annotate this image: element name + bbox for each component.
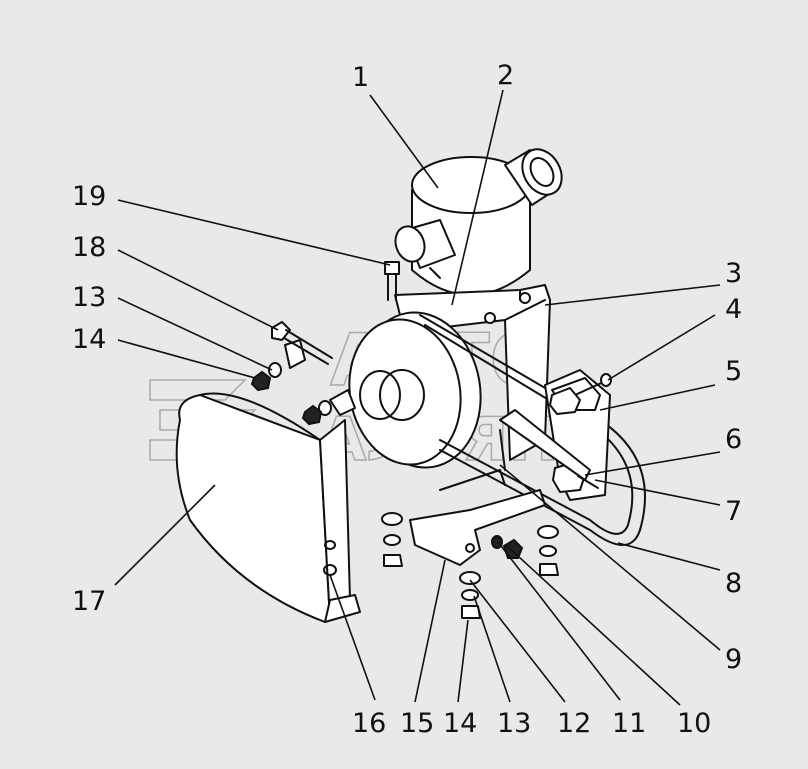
label-16: 16: [352, 708, 386, 739]
label-13-left: 13: [72, 282, 106, 313]
part-8-v-belt: [419, 314, 646, 546]
part-18-bolt-upper: [271, 321, 333, 365]
label-14-left: 14: [72, 324, 106, 355]
part-19-bolt: [384, 261, 400, 301]
label-13-bottom: 13: [497, 708, 531, 739]
label-11: 11: [612, 708, 646, 739]
part-1-cylinder-housing: [394, 148, 563, 296]
label-17: 17: [72, 586, 106, 617]
label-5: 5: [725, 356, 742, 387]
label-9: 9: [725, 644, 742, 675]
part-14-nut-lower: [383, 554, 559, 619]
leader-lines: [114, 89, 721, 706]
label-15: 15: [400, 708, 434, 739]
label-3: 3: [725, 258, 742, 289]
label-6: 6: [725, 424, 742, 455]
part-15-lower-bracket: [409, 469, 546, 566]
part-12-washer-lower: [381, 512, 559, 585]
part-11-nut: [502, 538, 524, 559]
part-14-nut-upper: [250, 370, 323, 426]
label-8: 8: [725, 568, 742, 599]
part-4-adjusting-bolt: [549, 373, 612, 415]
label-7: 7: [725, 496, 742, 527]
part-13-washer-upper: [268, 362, 332, 416]
label-18: 18: [72, 232, 106, 263]
label-2: 2: [497, 60, 514, 91]
label-19: 19: [72, 181, 106, 212]
label-1: 1: [352, 62, 369, 93]
label-14-bottom: 14: [443, 708, 477, 739]
part-7-belt-guide-arm: [499, 409, 591, 481]
label-12: 12: [557, 708, 591, 739]
part-13-washer-lower: [383, 534, 557, 601]
label-4: 4: [725, 294, 742, 325]
pulley: [348, 311, 482, 469]
label-10: 10: [677, 708, 711, 739]
